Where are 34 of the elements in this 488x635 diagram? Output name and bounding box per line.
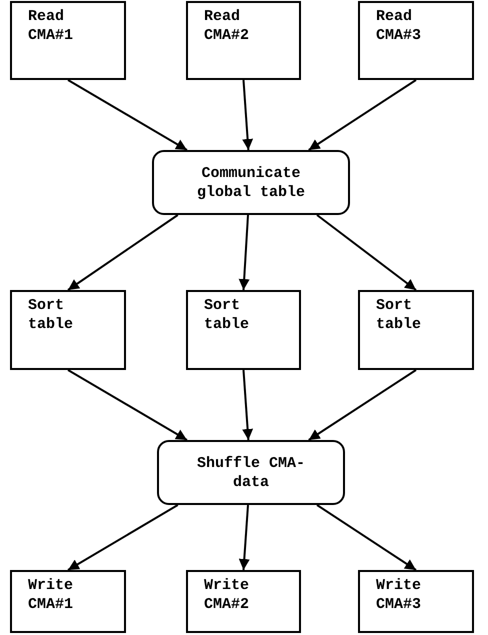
box-label: Shuffle CMA-data xyxy=(196,454,305,492)
arrow xyxy=(242,370,254,440)
arrow xyxy=(68,79,188,151)
arrow xyxy=(238,504,250,570)
box-label: Read CMA#1 xyxy=(28,7,74,45)
arrow xyxy=(308,369,417,441)
arrow xyxy=(67,214,178,291)
box-label: Sort table xyxy=(28,296,74,334)
box-label: Communicate global table xyxy=(196,164,305,202)
box-label: Sort table xyxy=(376,296,422,334)
task-box xyxy=(10,570,126,633)
arrow xyxy=(316,504,417,571)
task-box xyxy=(358,1,474,80)
box-label: Sort table xyxy=(204,296,250,334)
arrow xyxy=(308,79,417,151)
arrow xyxy=(238,214,250,290)
arrow xyxy=(316,214,417,291)
process-box xyxy=(152,150,350,215)
box-label: Write CMA#1 xyxy=(28,576,74,614)
task-box xyxy=(10,1,126,80)
task-box xyxy=(186,290,301,370)
box-label: Read CMA#3 xyxy=(376,7,422,45)
box-label: Write CMA#3 xyxy=(376,576,422,614)
arrow xyxy=(68,504,178,571)
box-label: Read CMA#2 xyxy=(204,7,250,45)
process-box xyxy=(157,440,345,505)
box-label: Write CMA#2 xyxy=(204,576,250,614)
arrow xyxy=(242,80,254,150)
arrow xyxy=(68,369,188,441)
task-box xyxy=(186,570,301,633)
task-box xyxy=(186,1,301,80)
task-box xyxy=(358,290,474,370)
task-box xyxy=(358,570,474,633)
task-box xyxy=(10,290,126,370)
